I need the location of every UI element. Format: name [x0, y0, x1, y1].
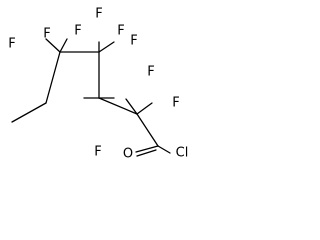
fluorine-atom-label: F — [147, 65, 154, 80]
molecule-drawing: F F F F F F F F F O Cl — [8, 7, 189, 162]
bond-c2-c3 — [45, 51, 61, 104]
fluorine-atom-label: F — [130, 34, 137, 49]
bond-c4-f-right — [98, 41, 115, 53]
bond-c3-f-right — [59, 38, 68, 53]
bond-c7-cl — [157, 145, 171, 154]
chlorine-atom-label: Cl — [176, 146, 189, 161]
fluorine-atom-label: F — [74, 24, 81, 39]
bond-c3-f-left — [45, 38, 61, 53]
oxygen-atom-label: O — [123, 147, 133, 162]
bond-c6-f-right — [136, 102, 153, 115]
fluorine-atom-label: F — [95, 7, 102, 22]
structure-diagram: F F F F F F F F F O Cl — [0, 0, 206, 185]
fluorine-atom-label: F — [172, 96, 179, 111]
fluorine-atom-label: F — [117, 24, 124, 39]
bond-c6-c7 — [136, 113, 159, 147]
fluorine-atom-label: F — [43, 27, 50, 42]
fluorine-atom-label: F — [94, 145, 101, 160]
fluorine-atom-label: F — [8, 37, 15, 52]
bond-carbonyl-double-b — [136, 149, 157, 157]
bond-c6-f-left — [125, 98, 138, 115]
bond-carbonyl-double-a — [135, 145, 159, 153]
bond-c5-c6 — [98, 97, 138, 115]
bond-c1-c2 — [11, 102, 47, 123]
